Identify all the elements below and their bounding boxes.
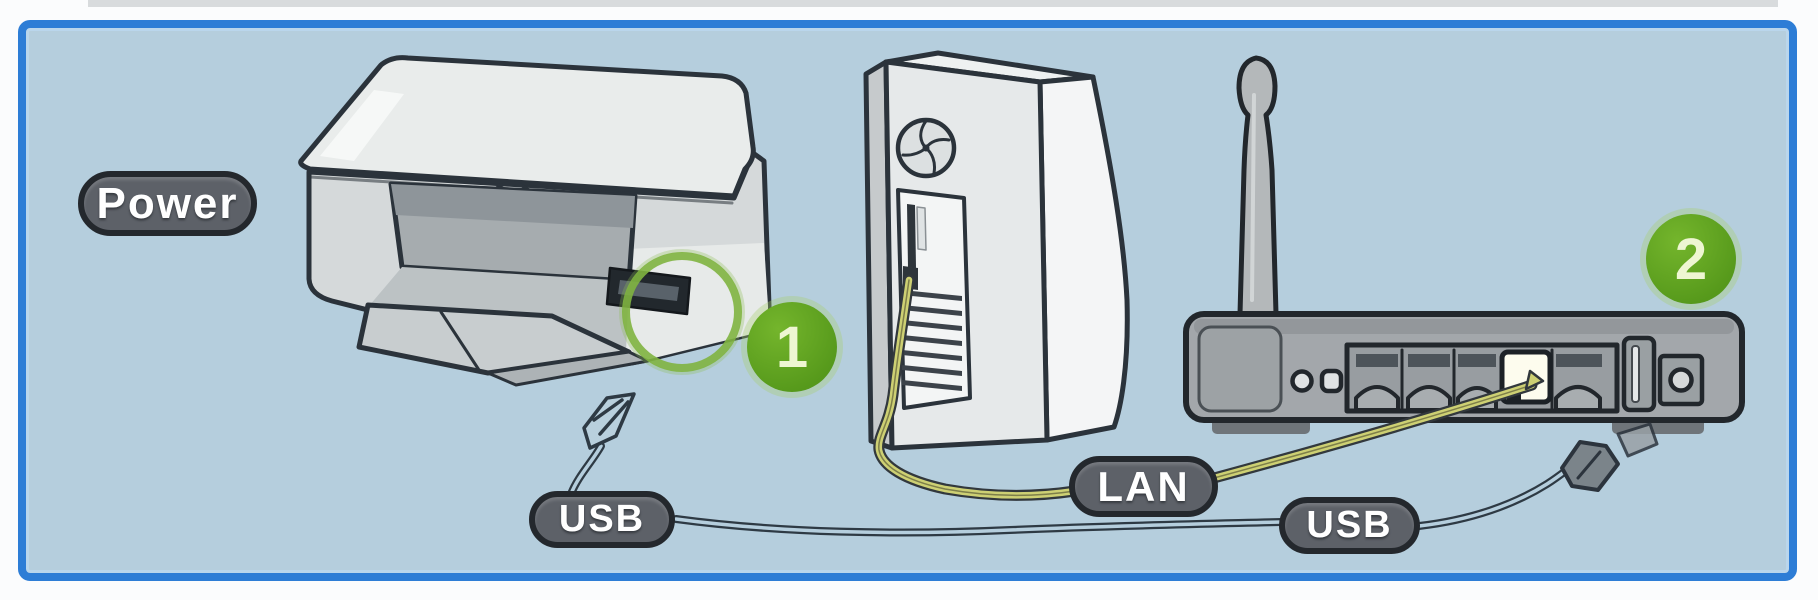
router-antenna: [1236, 55, 1279, 317]
power-label: Power: [78, 171, 257, 236]
tower-vent-slats: [902, 290, 962, 391]
tower-fan: [895, 117, 957, 179]
router-led: [1290, 369, 1314, 393]
step-1-badge: 1: [747, 302, 837, 392]
router-illustration: [1183, 55, 1745, 434]
usb-port-highlight-ring: [619, 249, 745, 375]
printer-illustration: [298, 55, 772, 387]
router-led: [1319, 368, 1344, 394]
usb-plug-left-icon: [582, 392, 636, 450]
usb-label-printer: USB: [529, 491, 675, 548]
lan-cable: [873, 274, 1545, 501]
usb-plug-right-icon: [1560, 422, 1659, 492]
lan-label: LAN: [1069, 456, 1218, 517]
usb-label-router: USB: [1279, 497, 1420, 554]
computer-tower-illustration: [863, 50, 1130, 451]
step-2-badge: 2: [1646, 214, 1736, 304]
video-edge-artifact: [88, 0, 1778, 7]
